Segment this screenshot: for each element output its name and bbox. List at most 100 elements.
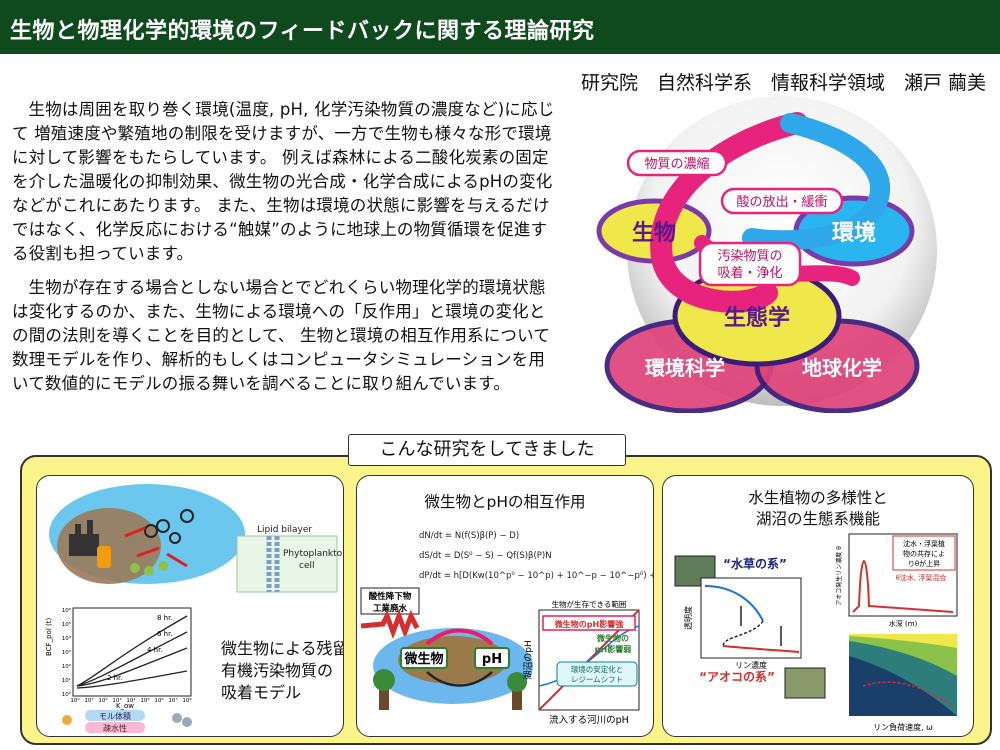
factory-icon: [69, 534, 99, 556]
range-label: 生物が生存できる範囲: [552, 599, 627, 609]
loop-arrow-icon: [425, 628, 494, 646]
x-tick: 10⁷: [168, 697, 177, 704]
molecule-icon: [144, 524, 158, 538]
heatmap-band-3: [849, 634, 957, 648]
equation-1: dN/dt = N(f(S)β(P) − D): [419, 531, 519, 541]
y-tick: 10³: [62, 649, 71, 656]
adsorption-figure: Lipid bilayer Phytoplankton cell 8 hr. 6…: [45, 484, 344, 733]
bistability-plot: [700, 577, 802, 659]
curve-4hr: [76, 647, 188, 687]
aquatic-label: “水草の系”: [723, 556, 787, 571]
annot-line-3: りθが上昇: [908, 559, 940, 568]
panel-ph-interaction: 微生物とpHの相互作用 dN/dt = N(f(S)β(P) − D) dS/d…: [356, 475, 654, 737]
y-tick: 10⁴: [62, 635, 72, 642]
theta-annot-box: [892, 535, 956, 571]
legend-hydro: [85, 722, 145, 733]
curve-8hr: [76, 615, 188, 687]
algae-label: “アオコの系”: [699, 669, 775, 684]
equation-2: dS/dt = D(S⁰ − S) − Qf(S)β(P)N: [419, 551, 552, 561]
label-pollutant-2: 吸着・浄化: [717, 265, 782, 281]
body-text: 生物は周囲を取り巻く環境(温度, pH, 化学汚染物質の濃度など)に応じて 増殖…: [12, 98, 560, 406]
label-pollutant-1: 汚染物質の: [717, 249, 782, 264]
cell-icon: [130, 563, 140, 573]
label-acid: 酸の放出・緩衝: [736, 195, 827, 210]
x-tick: 10⁶: [154, 697, 164, 704]
biology-label: 生物: [632, 220, 676, 246]
caption-line-3: 吸着モデル: [221, 683, 302, 702]
equation-3: dP/dt = h[D(Kw(10^p⁰ − 10^p) + 10^−p − 1…: [419, 571, 654, 581]
x-tick: 10¹: [84, 697, 93, 704]
aquatic-title-2: 湖沼の生態系機能: [755, 510, 880, 528]
legend-hydro-label: 疎水性: [103, 723, 127, 733]
caption-line-1: 微生物による残留性: [221, 639, 343, 658]
acid-pill: [720, 187, 844, 215]
panel-aquatic-plants: 水生植物の多様性と 湖沼の生態系機能 “水草の系” 透明度 リン濃度 “アオコの…: [662, 475, 974, 737]
bcf-y-ticks: 10⁶ 10⁵ 10⁴ 10³ 10² 10¹ 10⁰: [62, 607, 72, 698]
y-tick: 10²: [62, 663, 71, 670]
curve-label-2: 2 hr.: [107, 674, 123, 682]
strong-box: [542, 615, 636, 631]
bcf-plot: [72, 607, 192, 697]
theta-label: θ沈水, 浮葉混合: [896, 573, 947, 582]
pink-arrow-icon: [650, 112, 808, 313]
molecule-dot-icon: [62, 715, 72, 725]
shift-box: [556, 661, 638, 687]
x-tick: 10⁴: [126, 697, 136, 704]
blue-arrow-icon: [742, 113, 891, 251]
adsorption-caption: 微生物による残留性 有機汚染物質の 吸着モデル: [221, 638, 343, 704]
source-label-1: 酸性降下物: [369, 591, 412, 602]
microbe-label: 微生物: [403, 651, 443, 667]
curve-2hr: [76, 670, 188, 689]
weak-label-2: pH影響弱: [595, 644, 631, 654]
unstable-branch: [722, 620, 764, 647]
aquatic-title-1: 水生植物の多様性と: [748, 489, 888, 507]
bcf-axis-x: K_ow: [116, 702, 134, 710]
bcf-x-ticks: 10⁰ 10¹ 10² 10³ 10⁴ 10⁵ 10⁶ 10⁷ 10⁸: [70, 697, 192, 704]
ph-axis-x: 流入する河川のpH: [549, 714, 629, 726]
ph-box: [474, 647, 510, 669]
source-box: [360, 587, 420, 615]
pollutant-pill: [698, 241, 802, 287]
curve-label-8: 8 hr.: [157, 614, 173, 622]
heatmap-boundary: [862, 681, 954, 707]
depth-axis: 水深 (m): [889, 619, 918, 628]
ph-figure: dN/dt = N(f(S)β(P) − D) dS/dt = D(S⁰ − S…: [360, 531, 654, 726]
curve-label-6: 6 hr.: [157, 630, 173, 638]
shift-label-1: 環境の安定化と: [571, 664, 624, 674]
concept-diagram: 生物 環境 生態学 環境科学 地球化学 物質の濃縮 酸の放出・緩衝 汚染物質の …: [596, 96, 937, 413]
curve-label-4: 4 hr.: [147, 646, 163, 654]
ecology-label: 生態学: [724, 305, 790, 331]
x-tick: 10²: [98, 697, 107, 704]
bottle-icon: [97, 546, 111, 568]
concentrate-pill: [626, 149, 728, 177]
aquatic-photo: [674, 555, 716, 587]
molecule-dot-icon-2: [172, 713, 182, 723]
theta-axis: アオコ発生リン濃度 θ: [835, 546, 843, 606]
annot-line-1: 沈水・浮葉植: [903, 539, 945, 548]
label-concentrate: 物質の濃縮: [644, 156, 709, 172]
annot-line-2: 物の共存によ: [903, 549, 945, 558]
ph-axis-y: 湖沼のpH: [523, 640, 534, 679]
y-tick: 10⁰: [62, 691, 72, 698]
algae-photo: [784, 667, 826, 699]
microbe-box: [400, 647, 448, 669]
phytoplankton-box: [236, 535, 338, 593]
theta-curve: [852, 560, 954, 613]
x-tick: 10³: [112, 697, 121, 704]
geochem-label: 地球化学: [802, 356, 882, 380]
legend-molvol-label: モル体積: [99, 711, 131, 721]
source-label-2: 工業廃水: [373, 603, 408, 614]
affiliation: 研究院 自然科学系 情報科学領域 瀬戸 繭美: [580, 72, 986, 94]
phyto-label-1: Phytoplankton: [283, 549, 344, 559]
weak-label-1: 微生物の: [596, 633, 629, 643]
phyto-label-2: cell: [299, 561, 315, 571]
turbid-branch: [722, 645, 800, 653]
y-tick: 10⁶: [62, 607, 72, 614]
y-tick: 10¹: [62, 677, 71, 684]
panel-adsorption-model: Lipid bilayer Phytoplankton cell 8 hr. 6…: [36, 475, 344, 737]
bcf-axis-y: BCF_pol (t): [45, 618, 53, 656]
clear-branch: [704, 585, 764, 622]
env-science-label: 環境科学: [645, 356, 725, 380]
environment-label: 環境: [832, 220, 876, 246]
paragraph-2: 生物が存在する場合としない場合とでどれくらい物理化学的環境状態は変化するのか、ま…: [12, 278, 551, 393]
